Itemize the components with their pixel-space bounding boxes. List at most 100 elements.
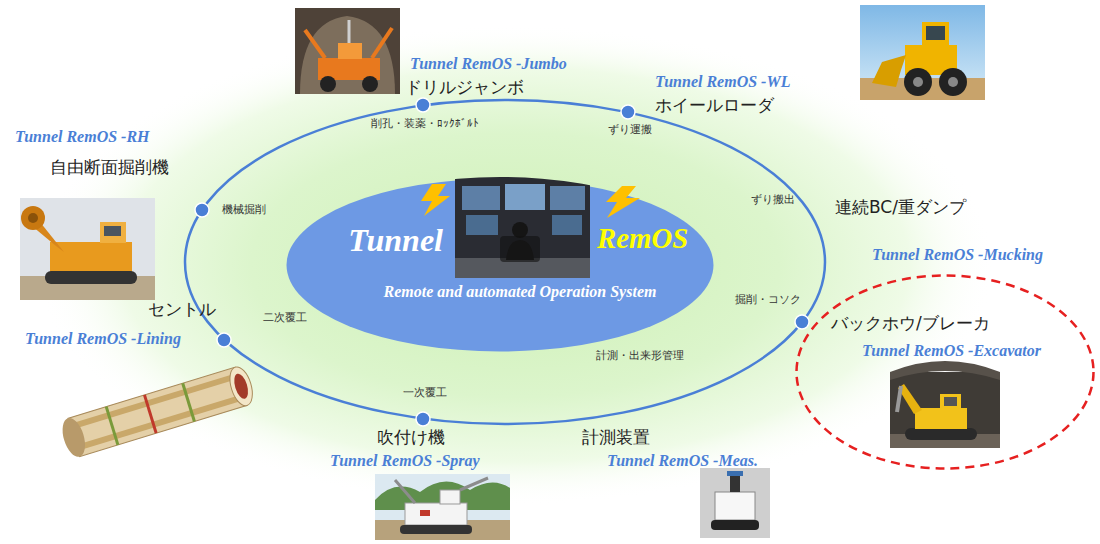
roadheader-photo-part <box>45 271 137 284</box>
drill-jumbo-photo-part <box>372 28 392 58</box>
process-label: 機械掘削 <box>222 204 266 217</box>
wheel-loader-photo-part <box>860 5 985 100</box>
machine-name: 連続BC/重ダンプ <box>835 198 966 218</box>
operator-room-photo-part <box>512 222 528 238</box>
lining-form-illustration-part <box>106 407 118 445</box>
process-label: 計測・出来形管理 <box>596 350 684 363</box>
lining-form-illustration-part <box>183 383 195 421</box>
system-name: Tunnel RemOS -Meas. <box>607 452 758 470</box>
highlight-ellipse-shape <box>795 274 1095 470</box>
system-name: Tunnel RemOS -Mucking <box>872 246 1043 264</box>
wheel-loader-photo-part <box>939 68 967 96</box>
system-hub-shape <box>285 177 715 353</box>
roadheader-photo-part <box>50 242 132 275</box>
lining-form-illustration-part <box>68 367 247 456</box>
roadheader-photo-part <box>21 206 45 230</box>
operator-room-photo-part <box>506 240 534 260</box>
process-ring <box>185 100 825 424</box>
operator-room-photo-part <box>466 215 498 235</box>
machine-name: 吹付け機 <box>377 428 445 448</box>
spraying-machine-photo-part <box>400 525 472 534</box>
hub-subtitle: Remote and automated Operation System <box>384 283 657 301</box>
signal-bolt <box>421 184 450 216</box>
roadheader-photo <box>20 198 155 300</box>
ring-dot-part <box>416 98 430 112</box>
lining-form-illustration-part <box>144 395 156 433</box>
wheel-loader-photo-part <box>922 22 949 47</box>
measuring-device-photo-part <box>727 471 743 476</box>
process-label: 削孔・装薬・ﾛｯｸﾎﾞﾙﾄ <box>371 118 479 131</box>
system-name: Tunnel RemOS -Lining <box>25 330 181 348</box>
ring-dot-part <box>416 412 430 426</box>
excavator-breaker-photo-part <box>898 384 922 414</box>
drill-jumbo-photo <box>295 8 400 94</box>
measuring-device-photo-part <box>711 520 759 530</box>
ring-dot-part <box>195 203 209 217</box>
wheel-loader-photo-part <box>926 26 945 40</box>
drill-jumbo-photo-part <box>300 16 395 94</box>
process-label: ずり運搬 <box>608 124 652 137</box>
wheel-loader-photo-part <box>948 77 958 87</box>
hub-title: RemOS <box>597 222 688 255</box>
hub-title: Tunnel <box>348 222 443 259</box>
drill-jumbo-photo-part <box>295 8 400 94</box>
spraying-machine-photo-part <box>395 480 415 503</box>
spraying-machine-photo-part <box>460 478 488 490</box>
excavator-breaker-photo-part <box>890 361 1000 380</box>
signal-bolt <box>606 186 640 218</box>
machine-name: 計測装置 <box>582 428 650 448</box>
process-label: 二次覆工 <box>263 312 307 325</box>
drill-jumbo-photo-part <box>348 20 351 43</box>
operator-room-photo-part <box>500 236 540 262</box>
wheel-loader-photo-part <box>872 55 906 87</box>
lining-form-illustration-part <box>76 394 245 451</box>
ring-dot-part <box>217 333 231 347</box>
operator-room-photo-part <box>455 176 590 278</box>
lining-form-illustration-part <box>226 364 257 408</box>
drill-jumbo-photo-part <box>320 76 336 92</box>
process-label: 一次覆工 <box>403 387 447 400</box>
excavator-breaker-photo-part <box>905 428 977 440</box>
roadheader-photo-part <box>28 213 38 223</box>
excavator-breaker-photo-part <box>915 408 967 429</box>
excavator-breaker-photo-part <box>944 397 957 406</box>
operator-room-photo-part <box>455 258 590 278</box>
measuring-device-photo-part <box>730 474 740 492</box>
operator-room-photo-part <box>462 186 500 210</box>
system-name: Tunnel RemOS -WL <box>655 73 790 91</box>
machine-name: ホイールローダ <box>655 96 774 116</box>
excavator-breaker-photo-part <box>940 394 961 410</box>
excavator-breaker-photo <box>890 361 1000 448</box>
lining-form-illustration-part <box>232 372 251 400</box>
spraying-machine-photo-part <box>440 490 460 504</box>
drill-jumbo-photo-part <box>305 30 325 58</box>
operator-room-photo-part <box>552 215 582 235</box>
ring-dot-part <box>795 315 809 329</box>
machine-name: バックホウ/ブレーカ <box>831 314 990 334</box>
roadheader-photo-part <box>20 198 155 300</box>
system-hub: Tunnel RemOS Remote and automated Operatio… <box>285 177 715 353</box>
highlight-ellipse-outline <box>797 276 1094 469</box>
measuring-device-photo-part <box>700 468 770 538</box>
system-hub-outline <box>287 179 714 352</box>
process-label: ずり搬出 <box>751 194 795 207</box>
measuring-device-photo <box>700 468 770 538</box>
machine-name: セントル <box>148 300 216 320</box>
wheel-loader-photo-part <box>913 77 923 87</box>
operator-room-photo-part <box>505 184 545 210</box>
highlight-ellipse: バックホウ/ブレーカTunnel RemOS -Excavator <box>795 274 1095 470</box>
machine-name: ドリルジャンボ <box>405 78 524 98</box>
system-name: Tunnel RemOS -Jumbo <box>410 55 567 73</box>
wheel-loader-photo <box>860 5 985 100</box>
spraying-machine-photo-part <box>405 503 467 525</box>
ring-dot <box>195 98 809 426</box>
excavator-breaker-photo-part <box>897 386 901 412</box>
excavator-breaker-photo-part <box>890 372 1000 448</box>
lining-form-illustration-part <box>58 415 89 459</box>
lining-form-illustration <box>58 364 256 459</box>
ring-dot-part <box>621 105 635 119</box>
measuring-device-photo-part <box>715 492 755 520</box>
green-glow <box>35 25 995 505</box>
system-name: Tunnel RemOS -Spray <box>330 452 480 470</box>
